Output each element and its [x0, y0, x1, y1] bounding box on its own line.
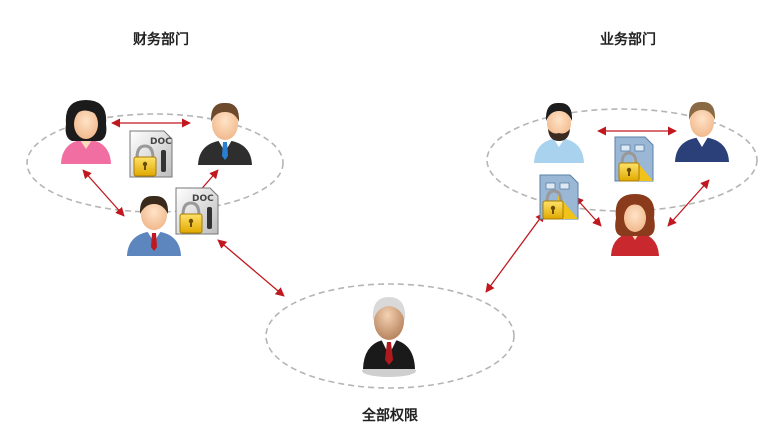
all-permissions-ellipse	[265, 283, 515, 389]
svg-text:DOC: DOC	[192, 194, 214, 204]
person-male-dark-suit-icon	[198, 102, 252, 165]
finance-dept-title: 财务部门	[133, 32, 189, 48]
arrow-business-chart-to-female	[574, 196, 602, 227]
arrow-business-to-executive	[485, 212, 545, 293]
person-female-pink-icon	[61, 100, 111, 164]
person-female-red-icon	[611, 194, 659, 256]
business-dept-title: 业务部门	[600, 32, 656, 48]
person-executive-icon	[362, 297, 416, 377]
locked-doc-icon: DOC	[175, 187, 219, 235]
arrow-finance-to-executive	[217, 239, 285, 297]
arrow-finance-female-to-staff	[82, 169, 125, 217]
locked-doc-icon: DOC	[129, 130, 173, 178]
arrow-business-navy-to-female	[667, 179, 710, 227]
person-male-blue-suit-icon	[127, 195, 181, 256]
person-male-navy-icon	[675, 101, 729, 162]
locked-chart-icon	[539, 174, 579, 220]
svg-text:DOC: DOC	[150, 137, 172, 147]
all-permissions-title: 全部权限	[362, 408, 418, 424]
person-male-beard-icon	[534, 102, 584, 163]
locked-chart-icon	[614, 136, 654, 182]
